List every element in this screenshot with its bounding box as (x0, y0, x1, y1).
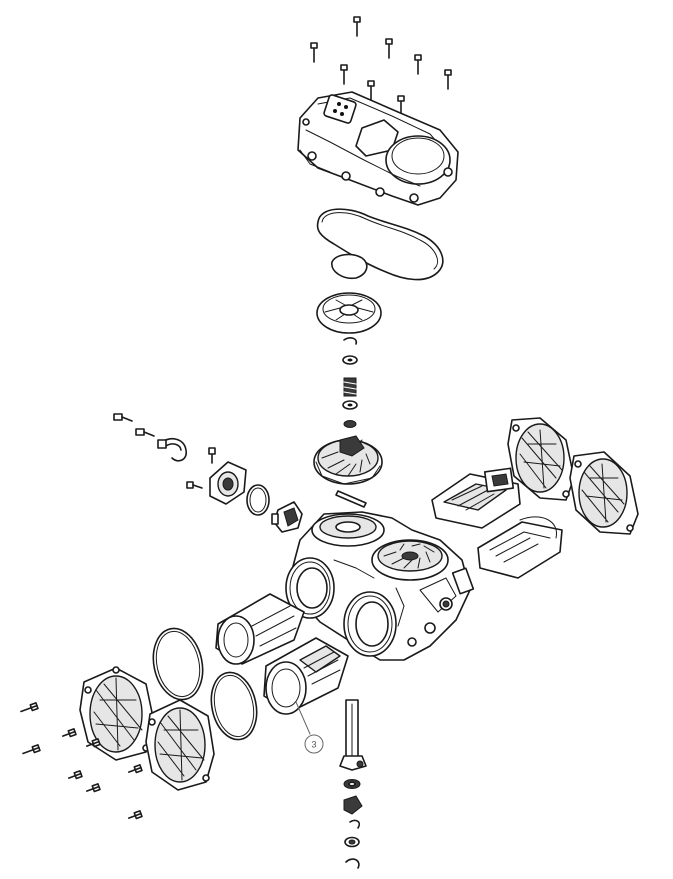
o-ring-large-lower (210, 671, 258, 741)
flange-adapter (209, 461, 247, 505)
spring-stack (342, 337, 358, 428)
side-cover-left-1 (79, 666, 155, 761)
o-ring (246, 484, 270, 516)
screw (20, 702, 39, 713)
shaft-pin (335, 490, 367, 508)
screw (127, 810, 143, 820)
cover-screw (340, 64, 348, 85)
cover-screw (444, 69, 452, 90)
cover-screw (414, 54, 422, 75)
screw (113, 413, 133, 422)
cover-screws (310, 16, 452, 116)
o-ring-large-upper (152, 627, 204, 701)
reed-valve-front-lower (263, 637, 349, 715)
screw (61, 728, 77, 738)
small-gasket (331, 253, 368, 280)
clip (343, 337, 358, 345)
screw (208, 447, 216, 464)
callout-3: 3 (295, 701, 324, 754)
callout-label: 3 (311, 740, 316, 750)
hose-fitting (157, 437, 188, 462)
spring (343, 377, 357, 397)
cover-screw (310, 42, 318, 63)
callout-leader-line (295, 701, 311, 735)
main-body (285, 511, 475, 661)
nut (343, 795, 363, 815)
body-port-upper-left (285, 557, 335, 619)
side-cover-right-2 (569, 451, 639, 535)
screw (127, 764, 143, 774)
cover-label-plate (323, 94, 357, 124)
clip (345, 858, 360, 869)
cover-side-screws (20, 702, 143, 820)
lower-shaft-assembly (339, 699, 367, 869)
screw (67, 770, 83, 780)
cover-dome (385, 135, 451, 185)
screw (22, 744, 41, 755)
left-small-parts (113, 413, 303, 533)
seal-ring (343, 420, 357, 428)
reed-valve-front-upper (215, 593, 305, 665)
screw (85, 783, 101, 793)
reed-valve-upper (431, 467, 521, 529)
side-cover-right-1 (507, 417, 575, 501)
sensor-plug (271, 501, 303, 533)
cover-gasket (316, 208, 444, 281)
side-cover-left-2 (145, 699, 215, 791)
fan-impeller (313, 435, 383, 485)
callout-circle (304, 734, 324, 754)
screw (85, 738, 101, 748)
cover-screw (367, 80, 375, 101)
front-valves (215, 593, 349, 715)
body-port-lower-left (343, 591, 397, 657)
pressure-plate (316, 292, 382, 334)
right-valves (431, 417, 639, 579)
screw (135, 428, 155, 437)
shaft (339, 699, 367, 771)
cover-screw (385, 38, 393, 59)
screw (186, 481, 203, 489)
reed-valve-lower (477, 516, 563, 579)
cover-screw (353, 16, 361, 37)
clip (349, 819, 361, 829)
top-cover (297, 91, 459, 206)
